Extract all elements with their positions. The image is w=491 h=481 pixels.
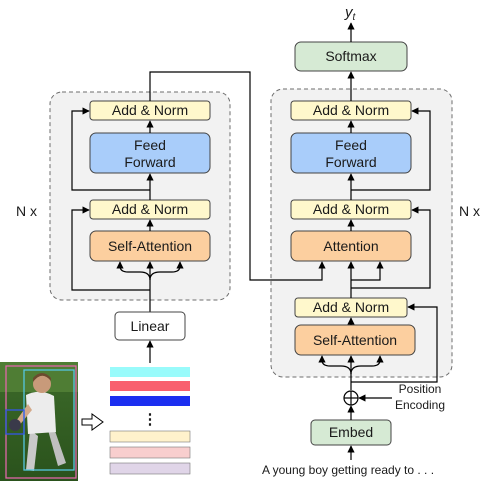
feature-bar-blue	[110, 396, 190, 406]
embed-label: Embed	[329, 424, 373, 440]
photo-to-features-arrow	[81, 413, 104, 431]
feature-bar-pink	[109, 446, 191, 459]
boy-photo	[0, 362, 78, 481]
feature-bar-red	[110, 381, 190, 391]
softmax-label: Softmax	[325, 48, 376, 64]
decoder-self-attention-label: Self-Attention	[313, 332, 397, 348]
linear-label: Linear	[131, 318, 170, 334]
decoder-add-norm-top-label: Add & Norm	[313, 102, 389, 118]
encoder-add-norm-mid-label: Add & Norm	[112, 201, 188, 217]
feature-ellipsis: ⋮	[143, 411, 158, 428]
feature-bar-cream	[109, 430, 191, 443]
output-label: yt	[344, 4, 357, 23]
input-caption: A young boy getting ready to . . .	[262, 463, 434, 477]
encoder-self-attention-label: Self-Attention	[108, 238, 192, 254]
decoder-connectors	[318, 107, 438, 390]
decoder-feed-forward-label-1: Feed	[335, 137, 367, 153]
decoder-stack: Add & Norm Feed Forward Add & Norm Atten…	[270, 88, 453, 390]
encoder-add-norm-top-label: Add & Norm	[112, 102, 188, 118]
feature-bars: ⋮	[109, 367, 191, 475]
encoder-connectors	[71, 107, 184, 312]
position-label-2: Encoding	[395, 398, 445, 412]
encoder-stack: Add & Norm Feed Forward Add & Norm Self-…	[49, 91, 231, 312]
decoder-attention-label: Attention	[323, 238, 378, 254]
decoder-self-attention-box	[294, 324, 416, 356]
encoder-feed-forward-label-1: Feed	[134, 137, 166, 153]
encoder-panel	[49, 91, 231, 301]
decoder-add-norm-mid-label: Add & Norm	[313, 201, 389, 217]
position-label-1: Position	[399, 382, 442, 396]
linear-box	[114, 311, 186, 341]
feature-bar-cyan	[110, 367, 190, 377]
feature-bar-lavender	[109, 462, 191, 475]
decoder-repeat-label: N x	[459, 203, 480, 219]
encoder-to-decoder-connector	[149, 71, 326, 281]
decoder-add-norm-low-label: Add & Norm	[313, 299, 389, 315]
encoder-repeat-label: N x	[16, 203, 37, 219]
decoder-feed-forward-label-2: Forward	[325, 154, 376, 170]
encoder-feed-forward-label-2: Forward	[124, 154, 175, 170]
